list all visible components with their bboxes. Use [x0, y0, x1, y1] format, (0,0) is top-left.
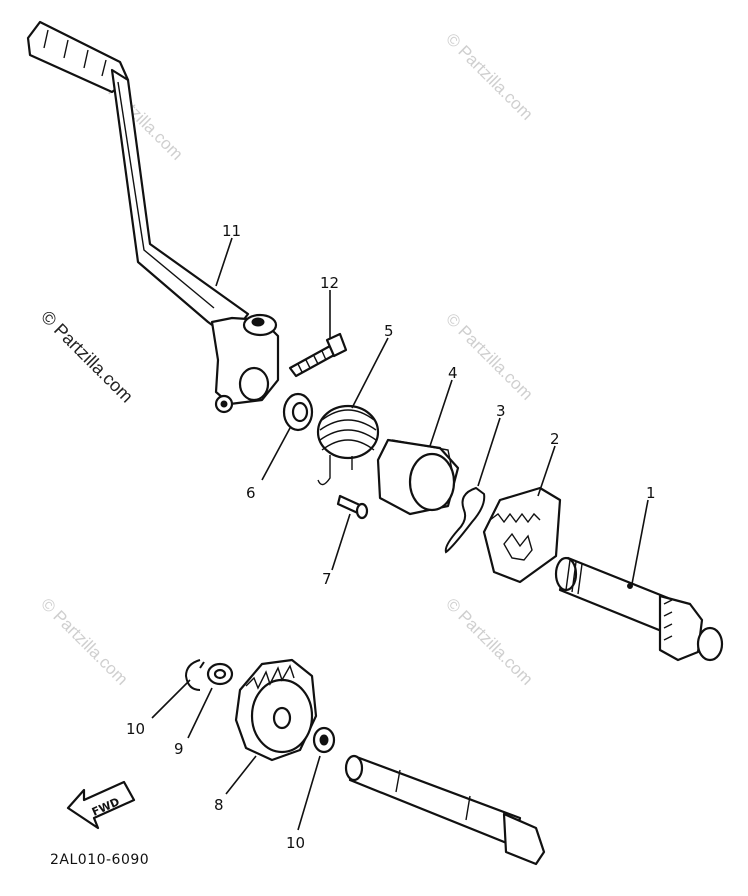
part-label-10-lower: 10 — [286, 834, 305, 852]
part-label-11: 11 — [222, 222, 241, 240]
part-labels: 11 12 5 4 3 2 1 6 7 10 9 8 10 — [126, 222, 656, 852]
circlip-lower-part — [312, 726, 336, 754]
circlip-upper-part — [184, 659, 205, 691]
part-label-4: 4 — [448, 364, 458, 382]
watermarks: © Partzilla.com © Partzilla.com © Partzi… — [37, 29, 536, 688]
diagram-code: 2AL010-6090 — [50, 852, 149, 868]
part-label-10-upper: 10 — [126, 720, 145, 738]
part-label-8: 8 — [214, 796, 224, 814]
idle-gear-part — [234, 658, 318, 762]
part-label-3: 3 — [496, 402, 506, 420]
idle-shaft-part — [344, 754, 546, 866]
pin-part — [336, 494, 369, 520]
kick-crank-part — [26, 20, 280, 414]
kick-shaft-part — [554, 556, 724, 662]
part-label-1: 1 — [646, 484, 656, 502]
part-label-5: 5 — [384, 322, 394, 340]
watermark-lower-right: © Partzilla.com — [442, 594, 536, 688]
part-label-9: 9 — [174, 740, 184, 758]
spring-part — [316, 404, 380, 486]
part-label-2: 2 — [550, 430, 560, 448]
washer-part — [206, 662, 234, 686]
part-label-6: 6 — [246, 484, 256, 502]
fwd-arrow: FWD — [66, 780, 136, 830]
seal-part — [282, 392, 314, 432]
leader-lines — [151, 237, 649, 831]
ratchet-gear-part — [482, 486, 562, 584]
watermark-left-dark: © Partzilla.com — [37, 307, 137, 407]
part-label-7: 7 — [322, 570, 332, 588]
collar-part — [376, 438, 460, 516]
part-label-12: 12 — [320, 274, 339, 292]
bolt-part — [288, 332, 348, 378]
watermark-top-right: © Partzilla.com — [442, 29, 536, 123]
watermark-mid-right: © Partzilla.com — [442, 309, 536, 403]
clip-part — [444, 486, 486, 554]
watermark-lower-left: © Partzilla.com — [37, 594, 131, 688]
